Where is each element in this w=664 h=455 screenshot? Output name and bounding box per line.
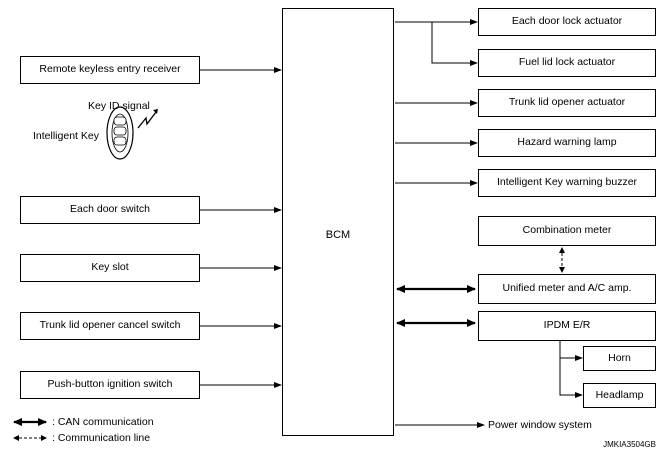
input-door-switch: Each door switch: [20, 196, 200, 224]
figure-code: JMKIA3504GB: [603, 440, 656, 449]
input-remote-keyless: Remote keyless entry receiver: [20, 56, 200, 84]
bcm-box: BCM: [282, 8, 394, 436]
input-push-button-ignition: Push-button ignition switch: [20, 371, 200, 399]
can-connectors: [396, 285, 476, 327]
power-window-label: Power window system: [488, 419, 592, 431]
key-id-signal-label: Key ID signal: [88, 100, 150, 112]
intelligent-key-icon: [106, 106, 134, 160]
signal-icon: [137, 109, 158, 129]
combination-meter-box: Combination meter: [478, 216, 656, 246]
horn-box: Horn: [583, 346, 656, 371]
input-trunk-cancel-switch: Trunk lid opener cancel switch: [20, 312, 200, 340]
output-key-warning-buzzer: Intelligent Key warning buzzer: [478, 169, 656, 197]
output-connectors: [395, 19, 583, 428]
output-door-lock-actuator: Each door lock actuator: [478, 8, 656, 36]
unified-meter-box: Unified meter and A/C amp.: [478, 274, 656, 304]
output-trunk-opener-actuator: Trunk lid opener actuator: [478, 89, 656, 117]
bcm-label: BCM: [325, 229, 351, 241]
legend-comm-text: : Communication line: [52, 432, 151, 444]
legend-can-text: : CAN communication: [52, 416, 154, 428]
output-fuel-lid-actuator: Fuel lid lock actuator: [478, 49, 656, 77]
ipdm-er-box: IPDM E/R: [478, 311, 656, 341]
intelligent-key-label: Intelligent Key: [33, 130, 99, 142]
headlamp-box: Headlamp: [583, 383, 656, 408]
input-key-slot: Key slot: [20, 254, 200, 282]
output-hazard-lamp: Hazard warning lamp: [478, 129, 656, 157]
input-connectors: [200, 67, 282, 388]
